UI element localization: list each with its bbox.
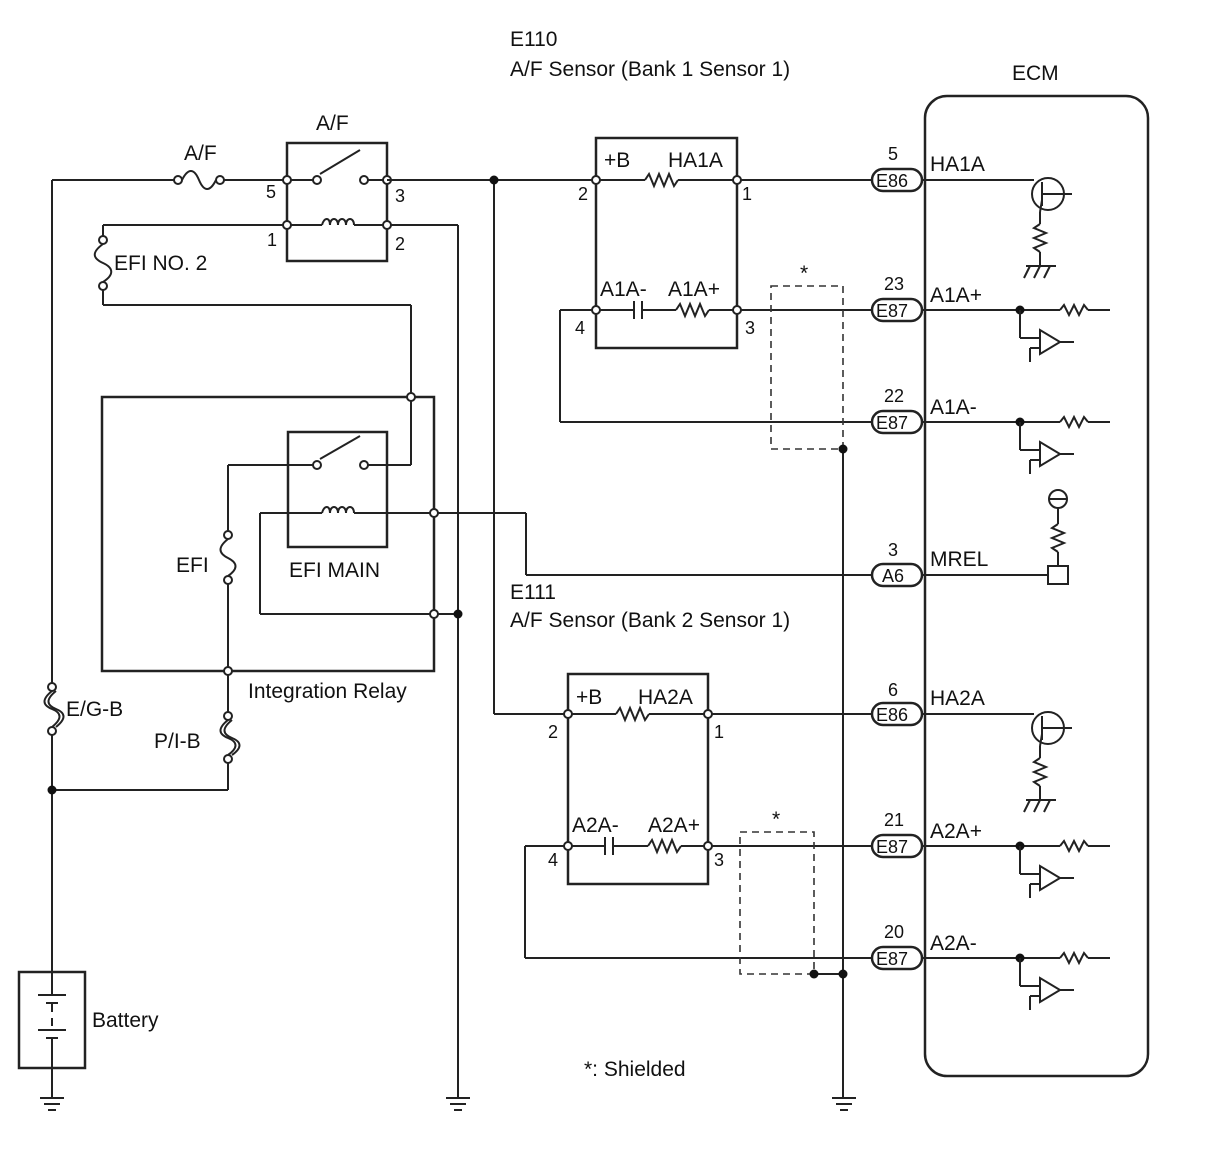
pi-b-fusible-link [219, 711, 241, 764]
ecm-transistor-ha2a [922, 711, 1072, 813]
efi-fuse-label: EFI [176, 554, 209, 577]
sensor1-plus-b-label: +B [604, 149, 630, 172]
af-relay-pin-2: 2 [395, 234, 405, 254]
sensor2-ha-label: HA2A [638, 686, 693, 709]
efi-no2-fuse [93, 235, 113, 291]
sensor2-pin-4: 4 [548, 850, 558, 870]
ecm-transistor-ha1a [922, 177, 1072, 279]
ecm-terminal-ha1a: 5 E86 HA1A [870, 144, 985, 193]
e111-code: E111 [510, 581, 556, 604]
ecm-box [923, 94, 1150, 1078]
svg-text:MREL: MREL [930, 548, 988, 571]
sensor1-pin-3: 3 [745, 318, 755, 338]
sensor1-pin-2: 2 [578, 184, 588, 204]
left-power-wiring [51, 179, 459, 1098]
svg-text:E86: E86 [876, 705, 908, 725]
svg-text:6: 6 [888, 680, 898, 700]
sensor2-plus-b-label: +B [576, 686, 602, 709]
integration-relay-label: Integration Relay [248, 680, 407, 703]
af-relay-pin-1: 1 [267, 230, 277, 250]
sensor1-box [591, 136, 742, 350]
sensor1-pin-4: 4 [575, 318, 585, 338]
sensor2-signal-wiring [524, 713, 872, 979]
e111-name: A/F Sensor (Bank 2 Sensor 1) [510, 609, 790, 632]
svg-text:A1A-: A1A- [930, 396, 977, 419]
sensor1-plus-label: A1A+ [668, 278, 720, 301]
shielded-note: *: Shielded [584, 1058, 686, 1081]
svg-text:21: 21 [884, 810, 904, 830]
svg-text:E87: E87 [876, 413, 908, 433]
svg-text:A6: A6 [882, 566, 904, 586]
svg-text:HA1A: HA1A [930, 153, 985, 176]
sensor1-pin-1: 1 [742, 184, 752, 204]
ecm-title: ECM [1012, 62, 1059, 85]
efi-no2-fuse-label: EFI NO. 2 [114, 252, 207, 275]
sensor2-box [563, 672, 713, 886]
ground-symbol [40, 1097, 64, 1111]
ecm-output-mrel [922, 489, 1069, 585]
af-relay-pin-5: 5 [266, 182, 276, 202]
svg-text:3: 3 [888, 540, 898, 560]
ecm-input-a1a-minus [922, 414, 1110, 474]
af-fuse [173, 170, 225, 190]
ecm-terminal-a1a-plus: 23 E87 A1A+ [870, 274, 982, 323]
ground-symbol [832, 1097, 856, 1111]
pi-b-label: P/I-B [154, 730, 201, 753]
svg-text:E87: E87 [876, 837, 908, 857]
sensor1-signal-wiring [559, 179, 872, 1098]
e110-name: A/F Sensor (Bank 1 Sensor 1) [510, 58, 790, 81]
efi-main-relay-label: EFI MAIN [289, 559, 380, 582]
svg-text:23: 23 [884, 274, 904, 294]
svg-text:22: 22 [884, 386, 904, 406]
ecm-terminal-a2a-plus: 21 E87 A2A+ [870, 810, 982, 859]
sensor1-minus-label: A1A- [600, 278, 647, 301]
eg-b-fusible-link [43, 682, 65, 736]
af-relay-label: A/F [316, 112, 349, 135]
junction-dot [47, 785, 57, 795]
sensor2-minus-label: A2A- [572, 814, 619, 837]
battery-symbol [17, 970, 87, 1070]
ecm-input-a1a-plus [922, 302, 1110, 362]
integration-relay [100, 392, 872, 676]
ground-symbol [446, 1097, 470, 1111]
af-fuse-label: A/F [184, 142, 217, 165]
svg-text:HA2A: HA2A [930, 687, 985, 710]
shield-mark-1: * [800, 262, 808, 285]
e110-code: E110 [510, 28, 558, 51]
svg-text:E87: E87 [876, 949, 908, 969]
sensor2-pin-1: 1 [714, 722, 724, 742]
ecm-input-a2a-minus [922, 950, 1110, 1010]
af-relay-pin-3: 3 [395, 186, 405, 206]
eg-b-label: E/G-B [66, 698, 123, 721]
sensor1-ha-label: HA1A [668, 149, 723, 172]
ecm-input-a2a-plus [922, 838, 1110, 898]
svg-text:5: 5 [888, 144, 898, 164]
ecm-terminal-mrel: 3 A6 MREL [870, 540, 988, 588]
sensor2-pin-3: 3 [714, 850, 724, 870]
svg-text:20: 20 [884, 922, 904, 942]
svg-text:A2A+: A2A+ [930, 820, 982, 843]
af-relay [282, 141, 392, 263]
svg-text:A2A-: A2A- [930, 932, 977, 955]
main-b-bus [387, 175, 596, 715]
sensor2-pin-2: 2 [548, 722, 558, 742]
ecm-terminal-ha2a: 6 E86 HA2A [870, 680, 985, 727]
svg-text:A1A+: A1A+ [930, 284, 982, 307]
svg-text:E86: E86 [876, 171, 908, 191]
sensor2-plus-label: A2A+ [648, 814, 700, 837]
battery-label: Battery [92, 1009, 159, 1032]
svg-text:E87: E87 [876, 301, 908, 321]
shield-mark-2: * [772, 808, 780, 831]
